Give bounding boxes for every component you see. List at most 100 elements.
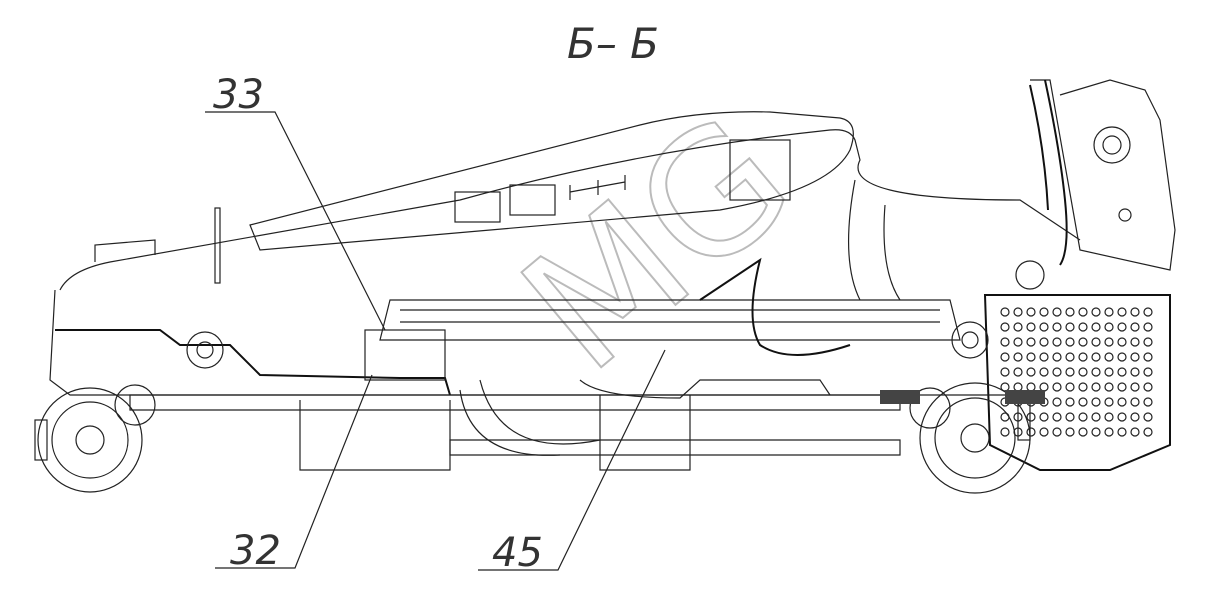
grille-hole: [1065, 307, 1075, 317]
grille-hole: [1026, 352, 1036, 362]
grille-hole: [1104, 412, 1114, 422]
grille-hole: [1104, 337, 1114, 347]
grille-hole: [1039, 307, 1049, 317]
grille-hole: [1052, 367, 1062, 377]
grille-hole: [1130, 322, 1140, 332]
grille-hole: [1039, 322, 1049, 332]
grille-hole: [1104, 427, 1114, 437]
grille-hole: [1052, 382, 1062, 392]
grille-hole: [1065, 427, 1075, 437]
boom-arm: [59, 111, 1081, 291]
grille-hole: [1091, 427, 1101, 437]
grille-hole: [1052, 397, 1062, 407]
grille-hole: [1104, 352, 1114, 362]
grille-hole: [1013, 307, 1023, 317]
grille-hole: [1065, 352, 1075, 362]
grille-hole: [1130, 307, 1140, 317]
grille-hole: [1039, 337, 1049, 347]
grille-hole: [1143, 307, 1153, 317]
grille-hole: [1117, 397, 1127, 407]
grille-hole: [1039, 412, 1049, 422]
grille-hole: [1130, 397, 1140, 407]
grille-hole: [1117, 367, 1127, 377]
grille-hole: [1013, 337, 1023, 347]
grille-hole: [1000, 367, 1010, 377]
grille-hole: [1078, 322, 1088, 332]
grille-hole: [1091, 382, 1101, 392]
grille-hole: [1091, 397, 1101, 407]
grille-hole: [1065, 337, 1075, 347]
grille-hole: [1026, 307, 1036, 317]
grille-hole: [1026, 367, 1036, 377]
grille-hole: [1117, 352, 1127, 362]
grille-hole: [1143, 427, 1153, 437]
grille-hole: [1052, 427, 1062, 437]
grille-hole: [1130, 412, 1140, 422]
counterweight-grille: [983, 294, 1171, 471]
grille-hole: [1091, 307, 1101, 317]
grille-hole: [1039, 367, 1049, 377]
grille-hole: [1143, 352, 1153, 362]
grille-hole: [1039, 382, 1049, 392]
grille-hole: [1078, 337, 1088, 347]
grille-hole: [1065, 382, 1075, 392]
grille-hole: [1000, 307, 1010, 317]
rear-wheel-hub: [880, 382, 1045, 494]
grille-hole: [1130, 337, 1140, 347]
grille-hole: [1143, 412, 1153, 422]
grille-hole: [1104, 307, 1114, 317]
grille-hole: [1143, 367, 1153, 377]
grille-hole: [1052, 352, 1062, 362]
grille-hole: [1078, 367, 1088, 377]
grille-hole: [1078, 427, 1088, 437]
grille-hole: [1091, 322, 1101, 332]
grille-hole: [1013, 367, 1023, 377]
grille-hole: [1130, 427, 1140, 437]
front-wheel-hub: [34, 384, 156, 493]
grille-hole: [1065, 367, 1075, 377]
grille-hole: [1039, 427, 1049, 437]
grille-hole: [1013, 322, 1023, 332]
grille-hole: [1013, 382, 1023, 392]
svg-text:45: 45: [492, 530, 543, 576]
grille-hole: [1091, 337, 1101, 347]
grille-hole: [1143, 322, 1153, 332]
grille-hole: [1000, 352, 1010, 362]
grille-hole: [1117, 307, 1127, 317]
grille-hole: [1052, 337, 1062, 347]
grille-hole: [1026, 382, 1036, 392]
grille-hole: [1026, 337, 1036, 347]
grille-hole: [1143, 382, 1153, 392]
grille-hole: [1117, 412, 1127, 422]
grille-hole: [1065, 412, 1075, 422]
grille-hole: [1143, 337, 1153, 347]
section-title: Б– Б: [567, 19, 659, 68]
chassis-frame: [49, 289, 1040, 471]
grille-hole: [1078, 307, 1088, 317]
grille-hole: [1104, 367, 1114, 377]
callout-32: 32: [215, 374, 373, 574]
svg-text:33: 33: [213, 72, 264, 118]
grille-hole: [1091, 352, 1101, 362]
grille-hole: [1117, 382, 1127, 392]
grille-hole: [1026, 412, 1036, 422]
grille-hole: [1104, 397, 1114, 407]
grille-hole: [1065, 322, 1075, 332]
callout-33: 33: [205, 72, 386, 331]
grille-hole: [1052, 307, 1062, 317]
grille-hole: [1078, 397, 1088, 407]
grille-hole: [1026, 322, 1036, 332]
grille-hole: [1000, 322, 1010, 332]
grille-hole: [1052, 412, 1062, 422]
grille-hole: [1130, 367, 1140, 377]
grille-hole: [1013, 352, 1023, 362]
grille-hole: [1078, 412, 1088, 422]
grille-hole: [1143, 397, 1153, 407]
rear-tower: [1015, 79, 1176, 290]
grille-hole: [1039, 352, 1049, 362]
callout-45: 45: [478, 349, 666, 576]
grille-hole: [1026, 427, 1036, 437]
grille-hole: [1078, 382, 1088, 392]
